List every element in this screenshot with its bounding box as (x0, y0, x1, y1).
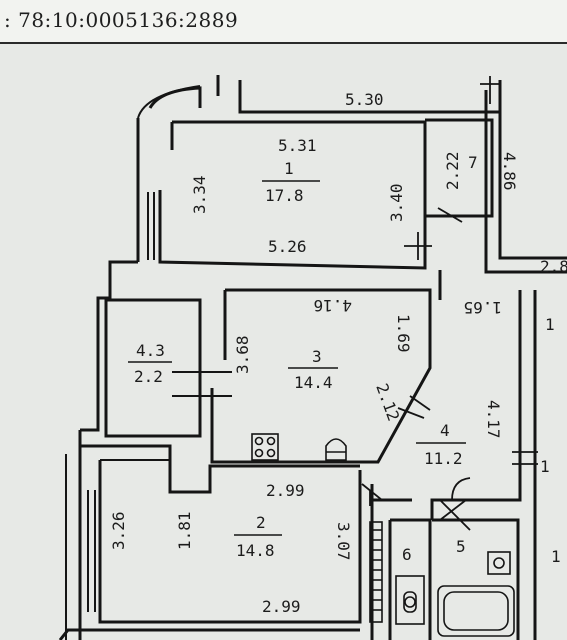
toilet-icon (395, 575, 425, 625)
dim-right-outer: 4.86 (500, 152, 519, 191)
dim-room3-right: 1.69 (394, 314, 413, 353)
room-1-number: 1 (284, 159, 294, 178)
room-6-number: 6 (402, 545, 412, 564)
edge-mark-1: 1 (545, 315, 555, 334)
dim-room1-bottom: 5.26 (268, 237, 307, 256)
edge-mark-3: 1 (551, 547, 561, 566)
header-strip: : 78:10:0005136:2889 (0, 0, 567, 44)
sink-icon (325, 438, 347, 461)
dim-room2-bottom: 2.99 (262, 597, 301, 616)
dim-room3-diag: 2.12 (372, 381, 403, 424)
dim-right-edge: 2.8 (540, 257, 567, 276)
dim-room1-top: 5.31 (278, 136, 317, 155)
dim-room2-top: 2.99 (266, 481, 305, 500)
small-room-area: 2.2 (134, 367, 163, 386)
room-5-number: 5 (456, 537, 466, 556)
dim-room7: 2.22 (443, 151, 462, 190)
room-1-area: 17.8 (265, 186, 304, 205)
dim-room4-side: 4.17 (484, 400, 503, 439)
bathtub-icon (437, 551, 515, 637)
room-2-number: 2 (256, 513, 266, 532)
dim-room2-left-outer: 3.26 (109, 511, 128, 550)
stair-hatch (369, 521, 383, 623)
dim-small-room: 4.3 (136, 341, 165, 360)
room-3-number: 3 (312, 347, 322, 366)
dim-corridor: 1.65 (463, 298, 502, 317)
room-7-number: 7 (468, 153, 478, 172)
dim-room3-left: 3.68 (233, 335, 252, 374)
dim-room1-right: 3.40 (387, 183, 406, 222)
room-2-area: 14.8 (236, 541, 275, 560)
room-4-number: 4 (440, 421, 450, 440)
walls (58, 75, 567, 640)
edge-mark-2: 1 (540, 457, 550, 476)
dim-top-outer: 5.30 (345, 90, 384, 109)
cadastral-number: : 78:10:0005136:2889 (4, 8, 239, 32)
room-3-area: 14.4 (294, 373, 333, 392)
dim-room2-right: 3.07 (334, 522, 353, 561)
stove-icon (251, 433, 279, 461)
door-marks (361, 76, 538, 531)
dim-room2-left-inner: 1.81 (175, 511, 194, 550)
dim-room1-left: 3.34 (190, 175, 209, 214)
dim-room3-top: 4.16 (313, 296, 352, 315)
room-4-area: 11.2 (424, 449, 463, 468)
